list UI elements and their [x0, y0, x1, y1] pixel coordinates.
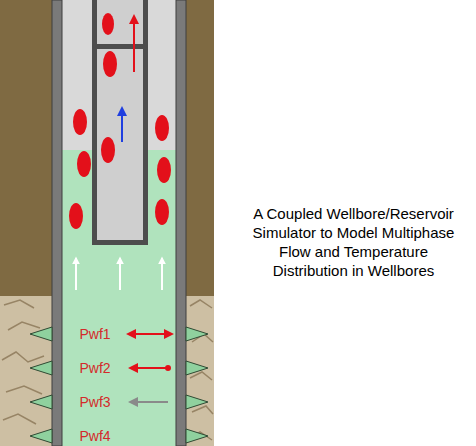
flow-arrow — [119, 258, 121, 290]
perforation — [30, 327, 52, 341]
gas-bubble — [73, 109, 87, 135]
rock-texture — [190, 300, 212, 308]
gas-bubble — [69, 203, 83, 229]
caption-text: A Coupled Wellbore/Reservoir Simulator t… — [246, 204, 461, 280]
tubing-wall — [92, 0, 148, 245]
rock-texture — [3, 414, 36, 424]
tubing-coupling — [95, 44, 145, 49]
gas-bubble — [155, 199, 169, 225]
rock-texture — [6, 386, 42, 394]
inflow-arrow — [130, 401, 168, 403]
perforation — [186, 327, 208, 341]
pressure-label: Pwf4 — [80, 428, 111, 444]
perforation — [30, 361, 52, 375]
flow-arrow — [133, 16, 135, 72]
gas-bubble — [102, 13, 114, 35]
gas-bubble — [157, 157, 171, 183]
inflow-arrow — [130, 367, 168, 369]
perforation — [30, 395, 52, 409]
gas-bubble — [155, 115, 169, 141]
gas-bubble — [103, 51, 117, 77]
gas-bubble — [77, 151, 91, 177]
pressure-label: Pwf1 — [80, 326, 111, 342]
pressure-label: Pwf2 — [80, 360, 111, 376]
rock-texture — [192, 406, 213, 414]
inflow-arrow — [128, 333, 172, 335]
rock-texture — [2, 352, 44, 362]
casing-wall — [176, 0, 186, 446]
tubing-interior — [97, 0, 143, 240]
rock-texture — [8, 322, 40, 330]
flow-arrow — [75, 258, 77, 290]
flow-arrow — [121, 108, 123, 142]
perforation — [30, 429, 52, 443]
perforation — [186, 361, 208, 375]
rock-texture — [4, 300, 34, 308]
pressure-label: Pwf3 — [80, 394, 111, 410]
perforation — [186, 395, 208, 409]
gas-bubbles — [69, 13, 171, 229]
perforations — [30, 327, 208, 443]
casing-wall — [52, 0, 62, 446]
gas-bubble — [101, 137, 115, 163]
inflow-dot — [165, 365, 171, 371]
perforation — [186, 429, 208, 443]
flow-arrow — [161, 258, 163, 290]
